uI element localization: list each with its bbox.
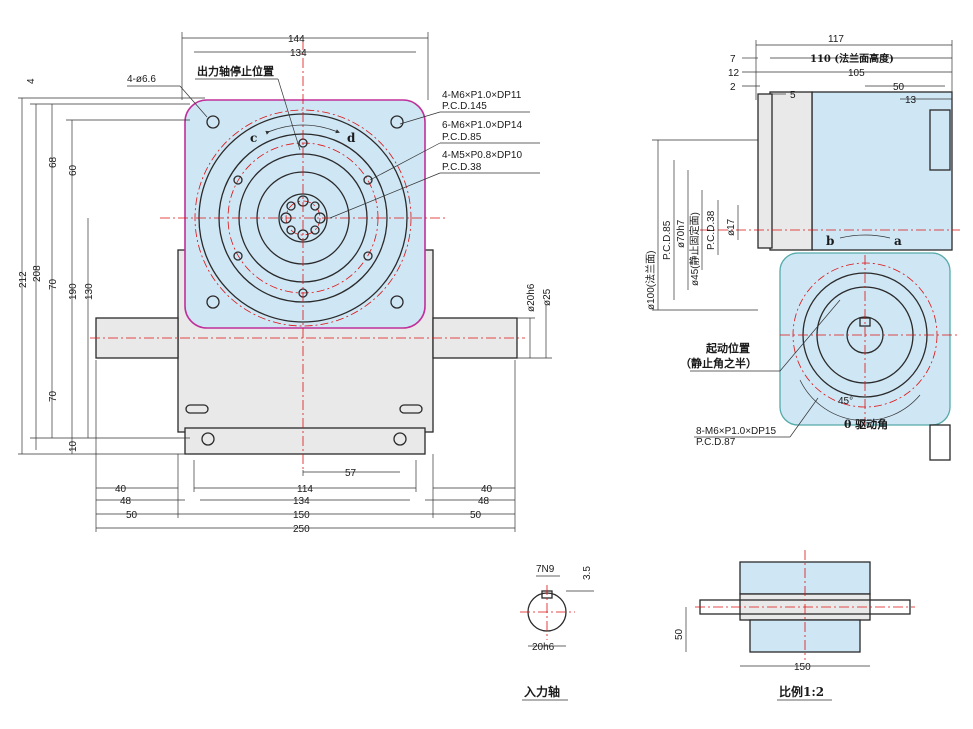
input-shaft-view: 7N9 3.5 20h6 入力轴	[520, 564, 594, 701]
side-view: b a 117 7 110 (法兰面高度) 12 105 2 5 50 13	[644, 34, 960, 461]
start-position-label: 起动位置	[705, 341, 750, 355]
svg-text:212: 212	[18, 271, 29, 288]
svg-text:ø17: ø17	[726, 218, 737, 236]
svg-text:P.C.D.87: P.C.D.87	[696, 437, 736, 448]
rotation-b-label: b	[826, 234, 834, 248]
svg-text:50: 50	[893, 82, 905, 93]
start-position-sub: （静止角之半）	[680, 356, 757, 370]
svg-text:ø70h7: ø70h7	[676, 219, 687, 248]
side-body	[811, 91, 953, 251]
side-bottom-tab	[929, 424, 951, 461]
svg-text:7: 7	[730, 54, 736, 65]
svg-text:6-M6×P1.0×DP14: 6-M6×P1.0×DP14	[442, 120, 522, 131]
svg-text:134: 134	[293, 496, 310, 507]
svg-text:48: 48	[120, 496, 132, 507]
front-notes: 4-M6×P1.0×DP11 P.C.D.145 6-M6×P1.0×DP14 …	[329, 90, 540, 219]
svg-text:5: 5	[790, 90, 796, 101]
svg-text:13: 13	[905, 95, 917, 106]
svg-text:117: 117	[828, 34, 844, 45]
front-view: c d 144 134 4-ø6.6 出力轴停止位置	[18, 32, 553, 535]
svg-text:130: 130	[84, 283, 95, 300]
bottom-dims: 57 40 114 40 48 134 48 50 150 50 250	[95, 360, 516, 535]
svg-text:10: 10	[68, 440, 79, 452]
rotation-d-label: d	[347, 131, 356, 145]
dim-shaft-25: ø25	[542, 288, 553, 306]
svg-text:12: 12	[728, 68, 740, 79]
rotation-a-label: a	[894, 234, 902, 248]
left-dims: 4 212 208 68 60 70 190 130 70 10	[18, 78, 205, 455]
svg-text:70: 70	[48, 278, 59, 290]
svg-text:60: 60	[68, 164, 79, 176]
drive-angle: θ 驱动角	[844, 417, 888, 431]
svg-text:150: 150	[794, 662, 811, 673]
svg-text:105: 105	[848, 68, 865, 79]
svg-text:3.5: 3.5	[582, 566, 593, 580]
input-shaft-title: 入力轴	[524, 684, 560, 699]
housing-base	[184, 427, 426, 455]
svg-text:4-M6×P1.0×DP11: 4-M6×P1.0×DP11	[442, 90, 522, 101]
svg-text:50: 50	[674, 628, 685, 640]
angle-45: 45°	[838, 396, 853, 407]
dim-134: 134	[290, 48, 307, 59]
side-vertical-dims: ø100(法兰面) P.C.D.85 ø70h7 ø45(静止固定面) P.C.…	[644, 139, 758, 311]
scale-title: 比例1:2	[779, 684, 824, 699]
svg-text:68: 68	[48, 156, 59, 168]
side-plate	[757, 93, 773, 249]
svg-text:ø45(静止固定面): ø45(静止固定面)	[688, 212, 701, 286]
slot-right	[399, 404, 423, 414]
svg-text:57: 57	[345, 468, 357, 479]
svg-text:8-M6×P1.0×DP15: 8-M6×P1.0×DP15	[696, 426, 776, 437]
svg-text:110 (法兰面高度): 110 (法兰面高度)	[810, 52, 894, 65]
pcd-145	[194, 109, 412, 327]
svg-text:4-M5×P0.8×DP10: 4-M5×P0.8×DP10	[442, 150, 522, 161]
svg-text:40: 40	[481, 484, 493, 495]
svg-text:ø100(法兰面): ø100(法兰面)	[644, 251, 657, 310]
corner-holes	[201, 115, 407, 446]
slot-left	[185, 404, 209, 414]
svg-text:P.C.D.85: P.C.D.85	[442, 132, 482, 143]
svg-text:7N9: 7N9	[536, 564, 555, 575]
svg-text:50: 50	[126, 510, 138, 521]
svg-text:P.C.D.145: P.C.D.145	[442, 101, 487, 112]
svg-text:P.C.D.38: P.C.D.38	[706, 210, 717, 250]
dim-144: 144	[288, 34, 305, 45]
svg-text:190: 190	[68, 283, 79, 300]
svg-text:2: 2	[730, 82, 736, 93]
scale-view: 50 150 比例1:2	[674, 550, 915, 701]
dim-shaft-20h6: ø20h6	[526, 283, 537, 312]
svg-text:40: 40	[115, 484, 127, 495]
svg-text:P.C.D.38: P.C.D.38	[442, 162, 482, 173]
rotation-arrow-cd	[265, 124, 340, 135]
svg-text:114: 114	[297, 484, 313, 495]
svg-text:4: 4	[26, 78, 37, 84]
svg-text:250: 250	[293, 524, 310, 535]
svg-text:70: 70	[48, 390, 59, 402]
svg-text:P.C.D.85: P.C.D.85	[662, 220, 673, 260]
svg-text:150: 150	[293, 510, 310, 521]
hub-holes	[280, 195, 326, 241]
output-stop-label: 出力轴停止位置	[197, 64, 274, 78]
svg-text:208: 208	[32, 265, 43, 282]
svg-text:20h6: 20h6	[532, 642, 555, 653]
svg-text:48: 48	[478, 496, 490, 507]
side-top-dims: 117 7 110 (法兰面高度) 12 105 2 5 50 13	[728, 34, 953, 106]
side-right-tab	[929, 109, 951, 171]
rotation-arrow-ba	[839, 234, 891, 239]
svg-text:50: 50	[470, 510, 482, 521]
side-flange	[769, 91, 813, 251]
rotation-c-label: c	[250, 131, 257, 145]
hole-callout: 4-ø6.6	[127, 74, 156, 85]
